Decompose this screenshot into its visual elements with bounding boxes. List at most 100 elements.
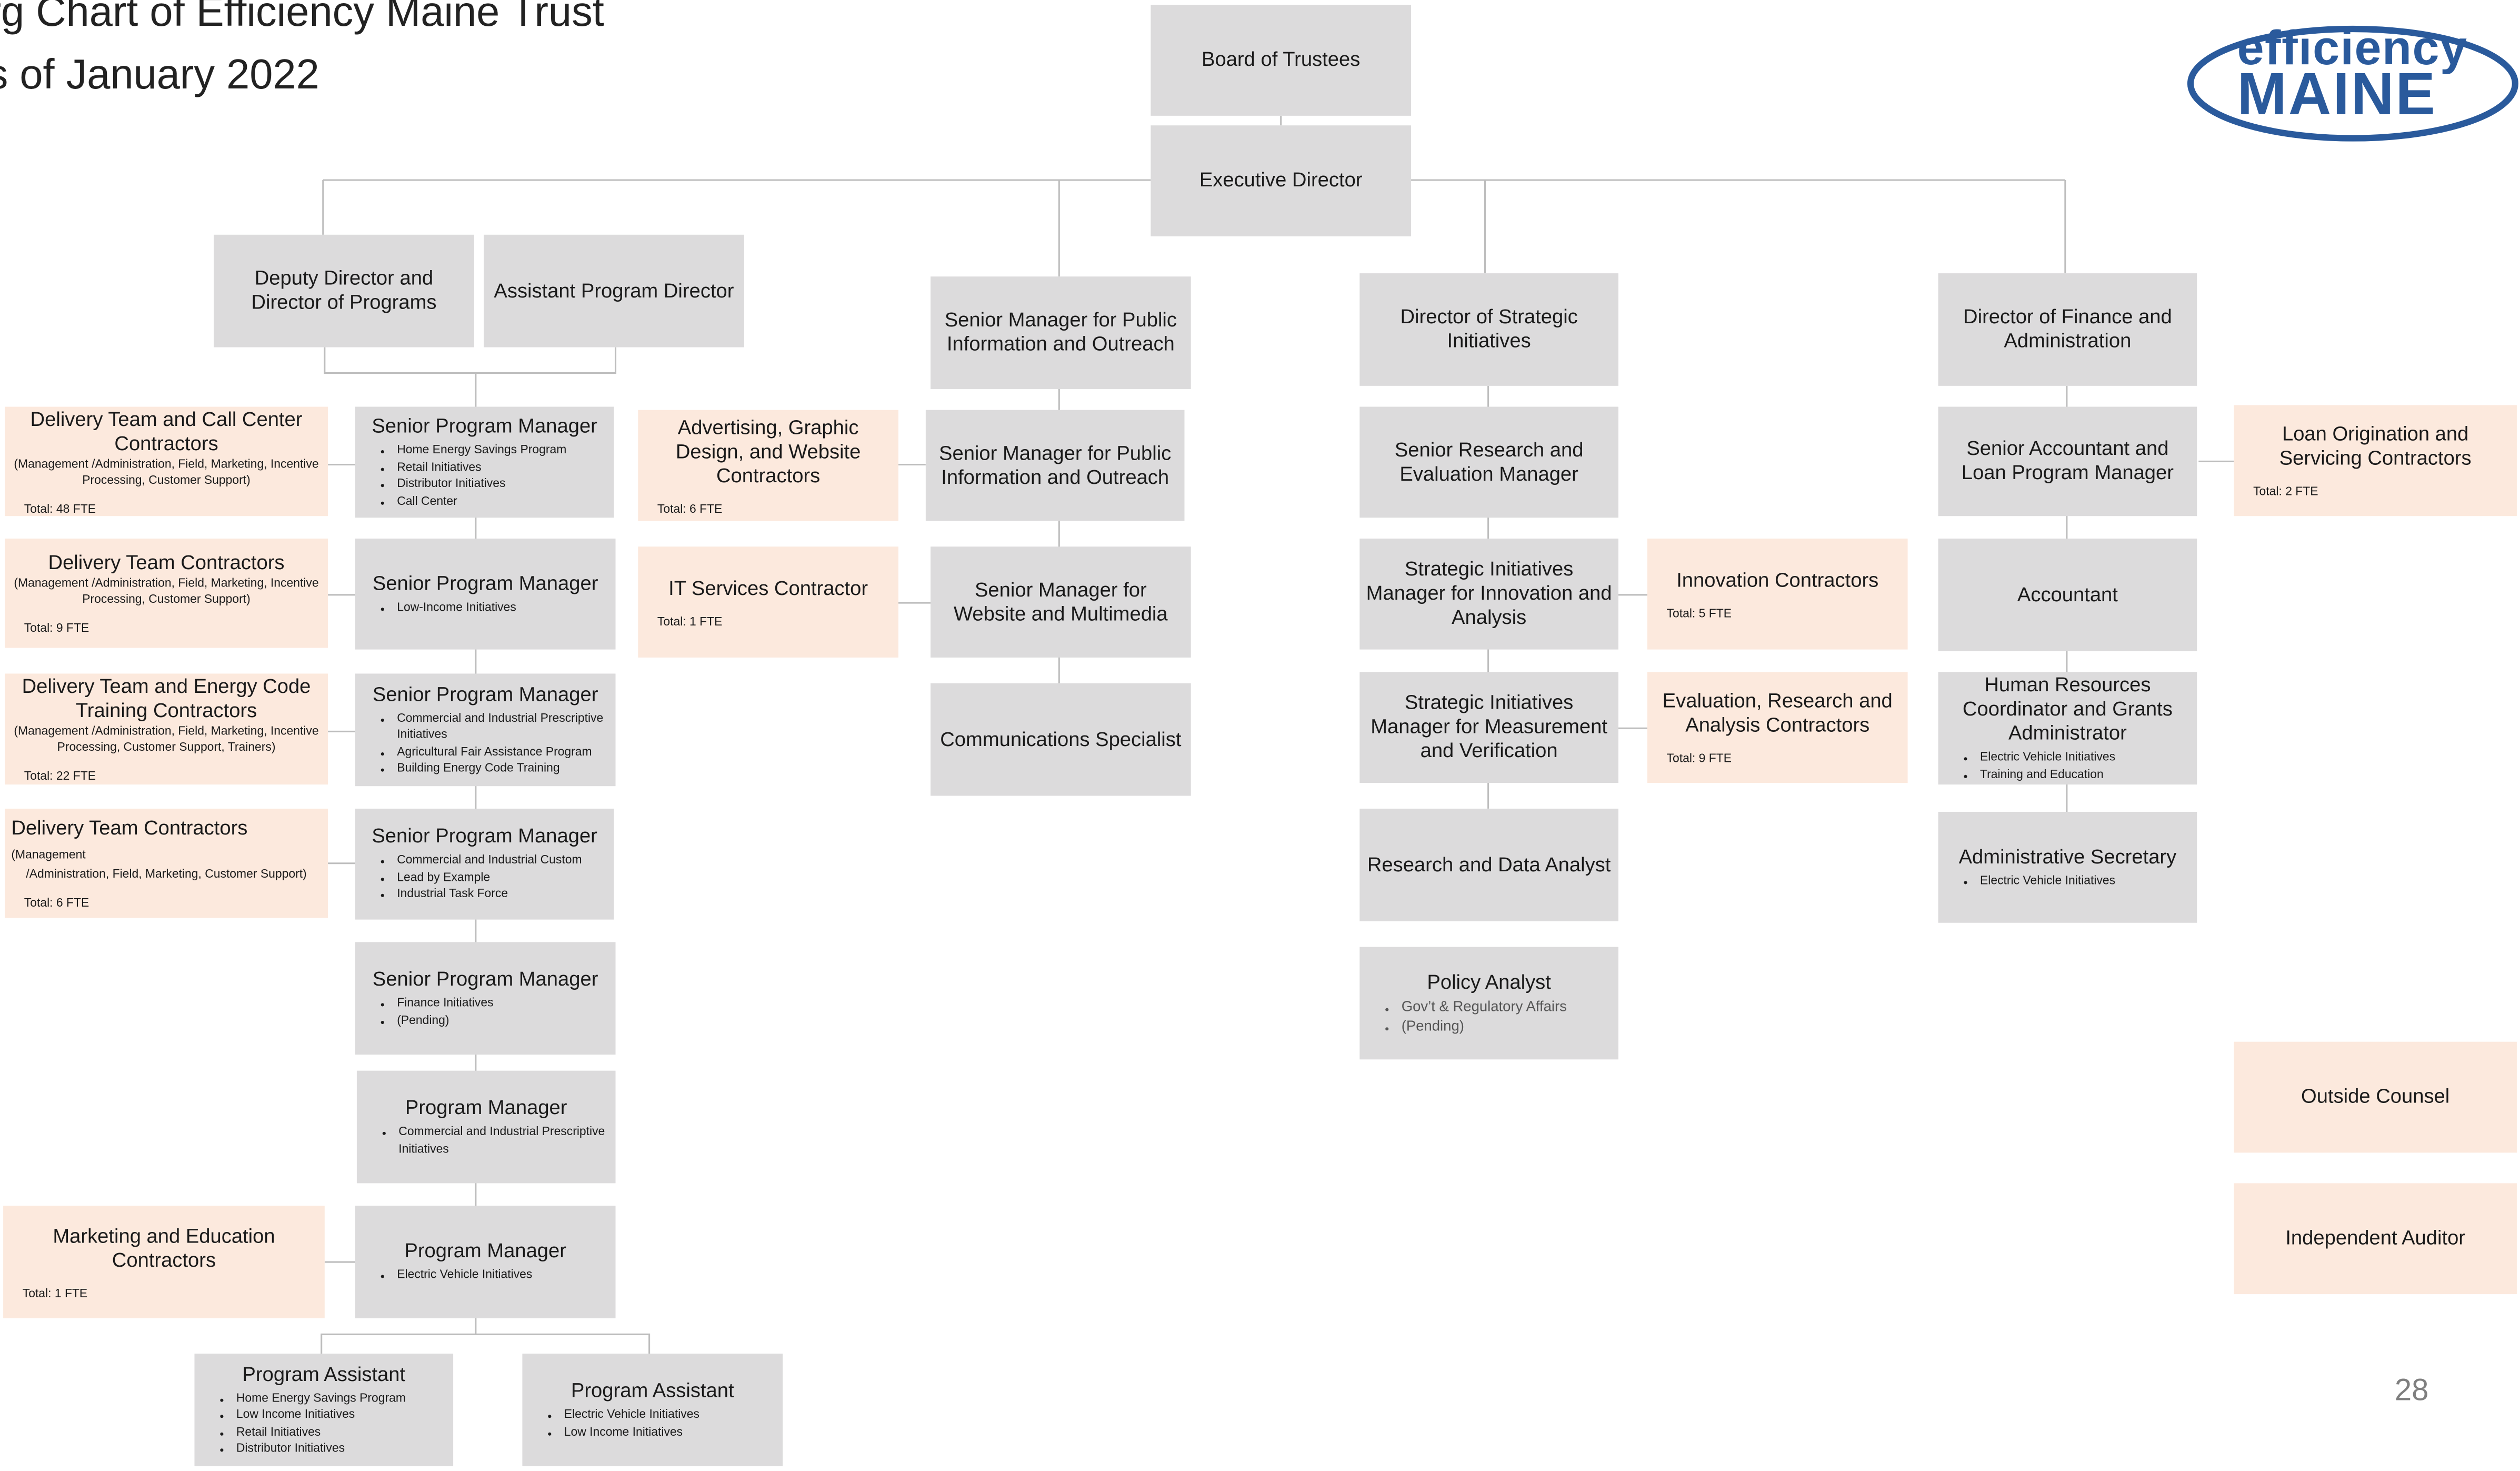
box-program-manager-1: Program Manager Commercial and Industria… — [356, 1070, 616, 1184]
box-title: Innovation Contractors — [1676, 568, 1879, 591]
page-number: 28 — [2394, 1374, 2429, 1408]
box-independent-auditor: Independent Auditor — [2234, 1183, 2517, 1295]
bullet-item: Call Center — [397, 493, 607, 510]
box-accountant: Accountant — [1938, 538, 2197, 651]
box-si-manager-measurement: Strategic Initiatives Manager for Measur… — [1359, 672, 1618, 783]
bullet-item: Distributor Initiatives — [397, 476, 607, 493]
box-title: Deputy Director and Director of Programs — [251, 266, 437, 314]
box-it-services-contractor: IT Services Contractor Total: 1 FTE — [638, 546, 898, 658]
box-title: Director of Finance and Administration — [1963, 305, 2172, 352]
box-title: Outside Counsel — [2301, 1085, 2450, 1108]
box-title: Senior Manager for Public Information an… — [944, 309, 1177, 355]
box-title: Program Assistant — [242, 1362, 406, 1385]
bullet-list: Commercial and Industrial Prescriptive I… — [362, 710, 609, 777]
box-total: Total: 9 FTE — [24, 620, 89, 635]
box-total: Total: 6 FTE — [24, 895, 89, 910]
box-senior-program-manager-1: Senior Program Manager Home Energy Savin… — [355, 406, 614, 518]
box-title: Administrative Secretary — [1958, 845, 2177, 868]
bullet-list: Low-Income Initiatives — [362, 599, 609, 616]
box-subtitle: /Administration, Field, Marketing, Custo… — [26, 866, 307, 881]
bullet-list: Commercial and Industrial Custom Lead by… — [362, 852, 607, 903]
box-senior-manager-public-info: Senior Manager for Public Information an… — [931, 276, 1191, 389]
box-title: Executive Director — [1199, 168, 1363, 192]
box-title: Marketing and Education Contractors — [53, 1224, 275, 1271]
box-senior-program-manager-5: Senior Program Manager Finance Initiativ… — [355, 942, 616, 1055]
box-title: Research and Data Analyst — [1367, 852, 1611, 876]
box-title: Strategic Initiatives Manager for Innova… — [1366, 558, 1612, 629]
box-senior-manager-website: Senior Manager for Website and Multimedi… — [931, 546, 1191, 658]
box-hr-grants-administrator: Human Resources Coordinator and Grants A… — [1938, 672, 2197, 785]
bullet-list: Electric Vehicle Initiatives Low Income … — [529, 1407, 776, 1440]
box-title: IT Services Contractor — [668, 576, 868, 599]
box-total: Total: 22 FTE — [24, 768, 96, 783]
bullet-item: Low-Income Initiatives — [397, 599, 609, 616]
box-delivery-team-contractors-4: Delivery Team Contractors (Management /A… — [5, 808, 328, 918]
box-title: Loan Origination and Servicing Contracto… — [2279, 423, 2472, 470]
box-subtitle: (Management /Administration, Field, Mark… — [14, 723, 319, 754]
bullet-list: Commercial and Industrial Prescriptive I… — [363, 1124, 609, 1157]
bullet-item: Industrial Task Force — [397, 886, 607, 903]
bullet-item: Low Income Initiatives — [564, 1424, 776, 1440]
bullet-item: Finance Initiatives — [397, 995, 609, 1012]
box-total: Total: 9 FTE — [1666, 751, 1732, 766]
box-title: Program Manager — [405, 1096, 567, 1119]
box-evaluation-contractors: Evaluation, Research and Analysis Contra… — [1647, 672, 1908, 783]
box-title: Senior Program Manager — [372, 682, 598, 705]
box-title-small: (Management — [11, 847, 86, 862]
bullet-item: Electric Vehicle Initiatives — [564, 1407, 776, 1424]
box-title: Program Assistant — [571, 1379, 734, 1402]
box-title: Delivery Team and Call Center Contractor… — [30, 407, 303, 454]
bullet-item: Electric Vehicle Initiatives — [1980, 749, 2191, 766]
bullet-list: Home Energy Savings Program Retail Initi… — [362, 442, 607, 510]
box-title: Delivery Team Contractors — [11, 817, 248, 839]
box-assistant-program-director: Assistant Program Director — [484, 234, 744, 347]
box-program-assistant-2: Program Assistant Electric Vehicle Initi… — [522, 1354, 783, 1466]
bullet-item: Low Income Initiatives — [236, 1407, 447, 1424]
box-title: Accountant — [2017, 582, 2118, 605]
box-communications-specialist: Communications Specialist — [931, 683, 1191, 796]
box-total: Total: 1 FTE — [657, 613, 723, 628]
bullet-item: Commercial and Industrial Custom — [397, 852, 607, 869]
box-title: Senior Program Manager — [372, 968, 598, 990]
box-total: Total: 6 FTE — [657, 501, 723, 515]
bullet-item: (Pending) — [397, 1012, 609, 1029]
box-senior-program-manager-3: Senior Program Manager Commercial and In… — [355, 673, 616, 787]
bullet-item: Building Energy Code Training — [397, 760, 609, 777]
bullet-list: Electric Vehicle Initiatives Training an… — [1945, 749, 2191, 783]
box-total: Total: 48 FTE — [24, 501, 96, 515]
box-title: Independent Auditor — [2285, 1226, 2466, 1249]
slide-title-line2: s of January 2022 — [0, 49, 319, 98]
box-title: Senior Manager for Public Information an… — [939, 441, 1172, 488]
box-title: Senior Research and Evaluation Manager — [1394, 438, 1584, 485]
box-delivery-team-contractors-2: Delivery Team Contractors (Management /A… — [5, 538, 328, 648]
box-title: Human Resources Coordinator and Grants A… — [1962, 673, 2173, 744]
box-senior-manager-public-info-2: Senior Manager for Public Information an… — [925, 410, 1185, 521]
bullet-item: Training and Education — [1980, 766, 2191, 783]
box-title: Evaluation, Research and Analysis Contra… — [1662, 689, 1893, 737]
box-delivery-energy-code-contractors: Delivery Team and Energy Code Training C… — [5, 673, 328, 785]
bullet-item: Agricultural Fair Assistance Program — [397, 743, 609, 760]
box-subtitle: (Management /Administration, Field, Mark… — [14, 575, 319, 607]
box-research-data-analyst: Research and Data Analyst — [1359, 808, 1618, 921]
box-innovation-contractors: Innovation Contractors Total: 5 FTE — [1647, 538, 1908, 650]
box-title: Program Manager — [404, 1240, 567, 1263]
box-total: Total: 2 FTE — [2253, 484, 2318, 499]
box-program-assistant-1: Program Assistant Home Energy Savings Pr… — [194, 1354, 454, 1466]
bullet-item: Retail Initiatives — [397, 459, 607, 476]
bullet-item: Retail Initiatives — [236, 1424, 447, 1440]
box-title: Senior Program Manager — [372, 825, 597, 848]
box-marketing-education-contractors: Marketing and Education Contractors Tota… — [3, 1206, 325, 1318]
logo-word-efficiency: efficiency — [2237, 22, 2468, 76]
bullet-item: Electric Vehicle Initiatives — [397, 1267, 609, 1284]
box-subtitle: (Management /Administration, Field, Mark… — [14, 455, 319, 486]
box-title: Senior Manager for Website and Multimedi… — [954, 578, 1168, 625]
box-title: Delivery Team Contractors — [48, 551, 285, 574]
bullet-item: Home Energy Savings Program — [236, 1390, 447, 1407]
box-director-strategic-initiatives: Director of Strategic Initiatives — [1359, 273, 1618, 386]
efficiency-maine-logo: efficiency MAINE — [2186, 13, 2520, 142]
box-title: Communications Specialist — [940, 727, 1182, 750]
box-senior-research-eval-manager: Senior Research and Evaluation Manager — [1359, 406, 1618, 518]
box-title: Director of Strategic Initiatives — [1400, 305, 1578, 352]
box-title: Senior Program Manager — [372, 414, 597, 438]
